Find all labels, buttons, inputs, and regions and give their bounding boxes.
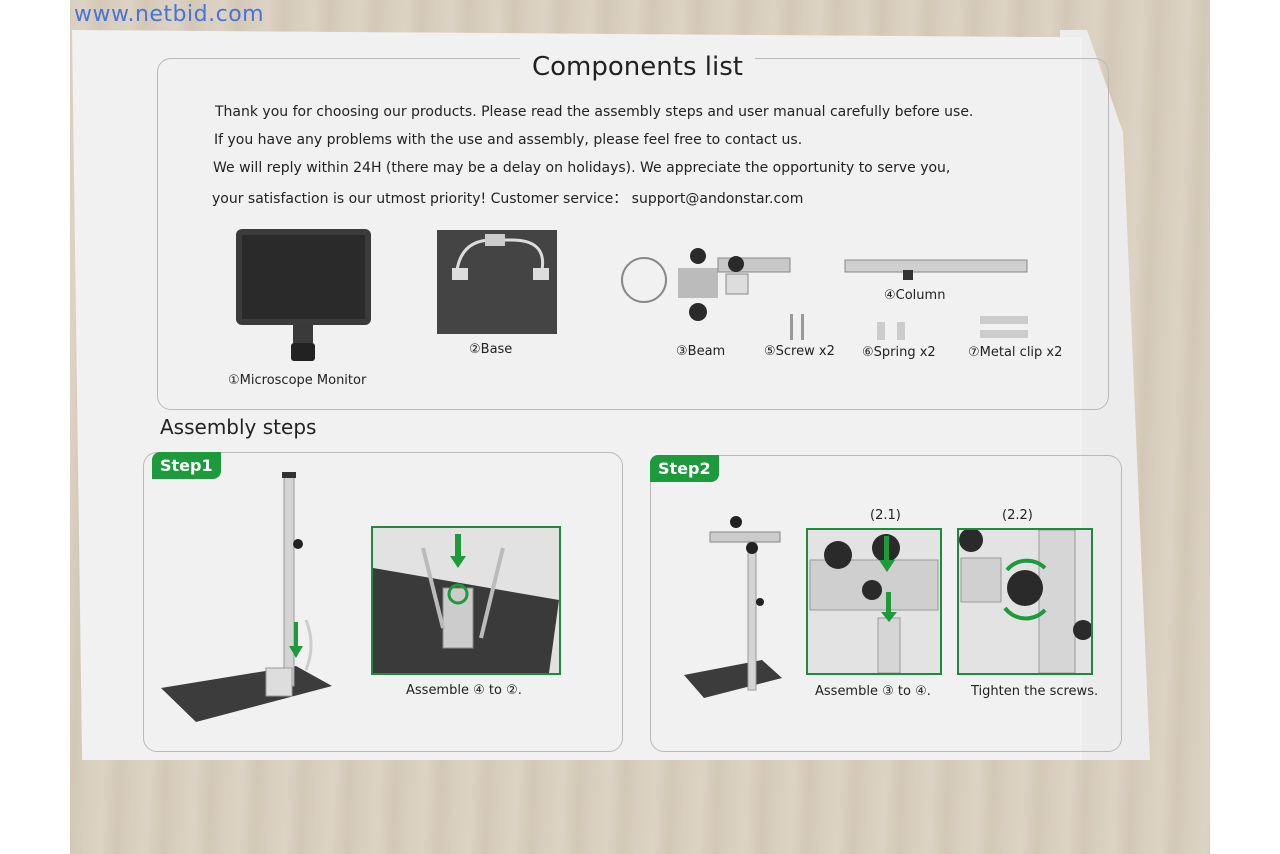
components-title: Components list xyxy=(520,52,755,82)
assembly-title: Assembly steps xyxy=(160,415,317,439)
step1-detail-frame xyxy=(371,526,561,675)
step2-assembly-image xyxy=(682,510,792,709)
caption-beam: ③Beam xyxy=(676,344,726,359)
caption-base: ②Base xyxy=(469,342,513,357)
caption-column: ④Column xyxy=(884,288,946,303)
step1-tag: Step1 xyxy=(152,452,221,479)
step2-detail-frame-1 xyxy=(806,528,942,675)
step2-tag: Step2 xyxy=(650,455,719,482)
step1-arrow xyxy=(294,622,298,648)
screw-image xyxy=(787,312,811,346)
step2-box xyxy=(650,455,1122,752)
step1-caption: Assemble ④ to ②. xyxy=(406,683,522,698)
intro-line-2: If you have any problems with the use an… xyxy=(214,132,803,148)
step1-assembly-image xyxy=(156,470,336,734)
monitor-image xyxy=(235,228,375,372)
step2-detail-frame-2 xyxy=(957,528,1093,675)
spring-image xyxy=(875,320,911,346)
step2-sub1-label: (2.1) xyxy=(870,508,901,523)
step1-box xyxy=(143,452,623,752)
intro-line-4: your satisfaction is our utmost priority… xyxy=(212,191,804,207)
caption-spring: ⑥Spring x2 xyxy=(862,345,936,360)
step2-caption-1: Assemble ③ to ④. xyxy=(815,684,931,699)
base-image xyxy=(437,230,562,344)
caption-screw: ⑤Screw x2 xyxy=(764,344,835,359)
intro-line-3: We will reply within 24H (there may be a… xyxy=(213,160,951,176)
intro-line-1: Thank you for choosing our products. Ple… xyxy=(215,104,974,120)
step2-sub2-label: (2.2) xyxy=(1002,508,1033,523)
caption-monitor: ①Microscope Monitor xyxy=(228,373,367,388)
column-image xyxy=(843,256,1033,286)
caption-metal-clip: ⑦Metal clip x2 xyxy=(968,345,1063,360)
beam-image xyxy=(618,246,798,330)
metal-clip-image xyxy=(978,314,1034,346)
watermark: www.netbid.com xyxy=(74,2,265,27)
step1-arrow-head xyxy=(289,646,303,658)
step2-caption-2: Tighten the screws. xyxy=(971,684,1099,699)
